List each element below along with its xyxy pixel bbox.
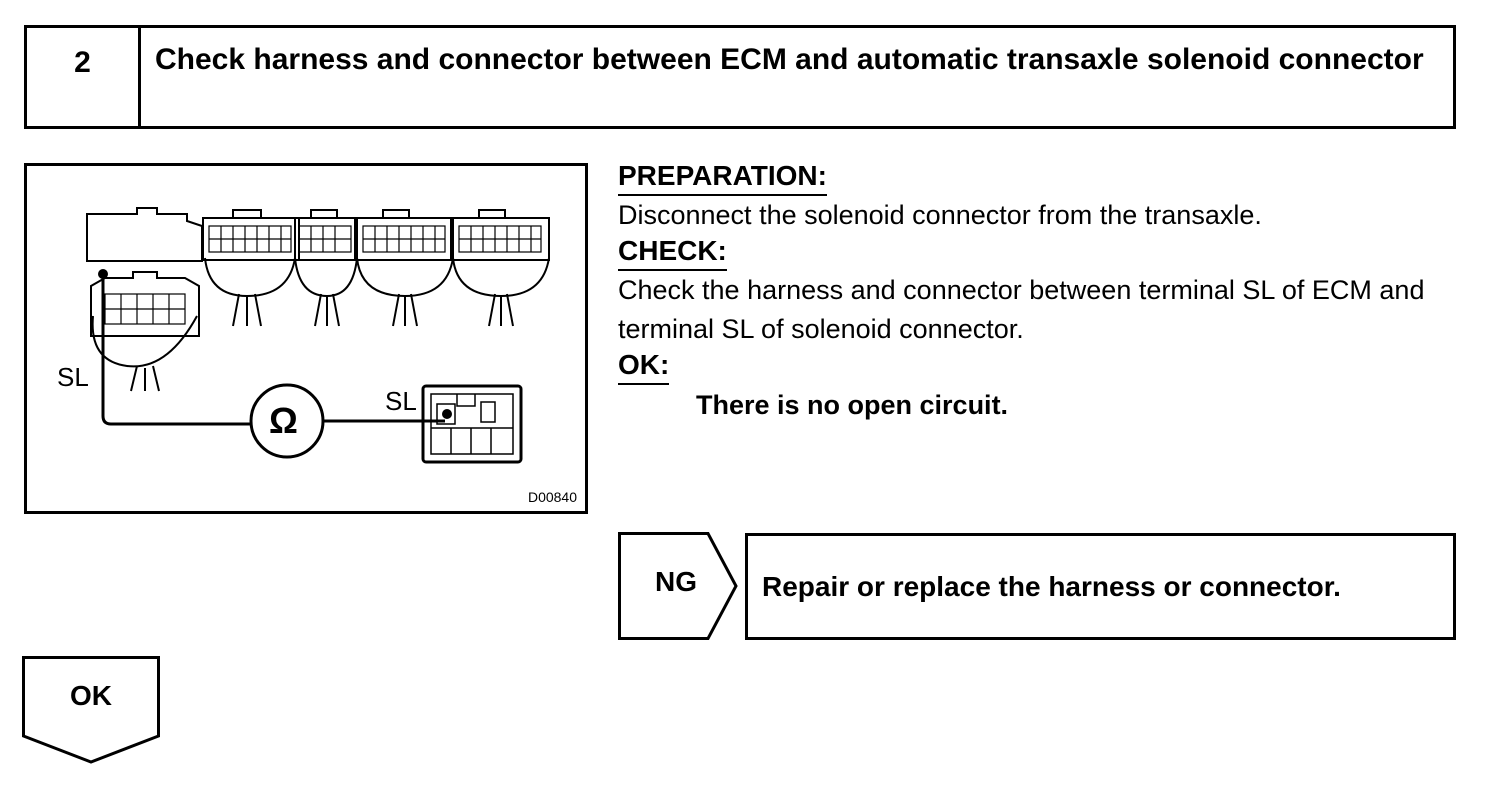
step-title: Check harness and connector between ECM … [155,43,1424,76]
ok-heading: OK: [618,349,670,385]
solenoid-terminal-label: SL [385,386,417,416]
preparation-text: Disconnect the solenoid connector from t… [618,200,1262,230]
ok-criteria-text: There is no open circuit. [696,390,1009,420]
ecm-terminal-label: SL [57,362,89,392]
ok-arrow-icon [22,656,160,764]
wiring-diagram: SL SL Ω D00840 [24,163,588,514]
ohmmeter-icon: Ω [269,400,298,441]
step-number: 2 [27,28,141,126]
figure-code: D00840 [527,489,577,505]
ecm-connector-illustration [86,207,550,464]
ng-arrow-icon [618,532,738,640]
ng-label: NG [655,566,697,597]
instructions-panel: PREPARATION: Disconnect the solenoid con… [618,160,1478,425]
preparation-heading: PREPARATION: [618,160,827,196]
check-text: Check the harness and connector between … [618,275,1425,344]
check-heading: CHECK: [618,235,727,271]
step-header: 2 Check harness and connector between EC… [24,25,1456,129]
ok-label: OK [70,680,112,711]
ng-action-box: Repair or replace the harness or connect… [745,533,1456,640]
